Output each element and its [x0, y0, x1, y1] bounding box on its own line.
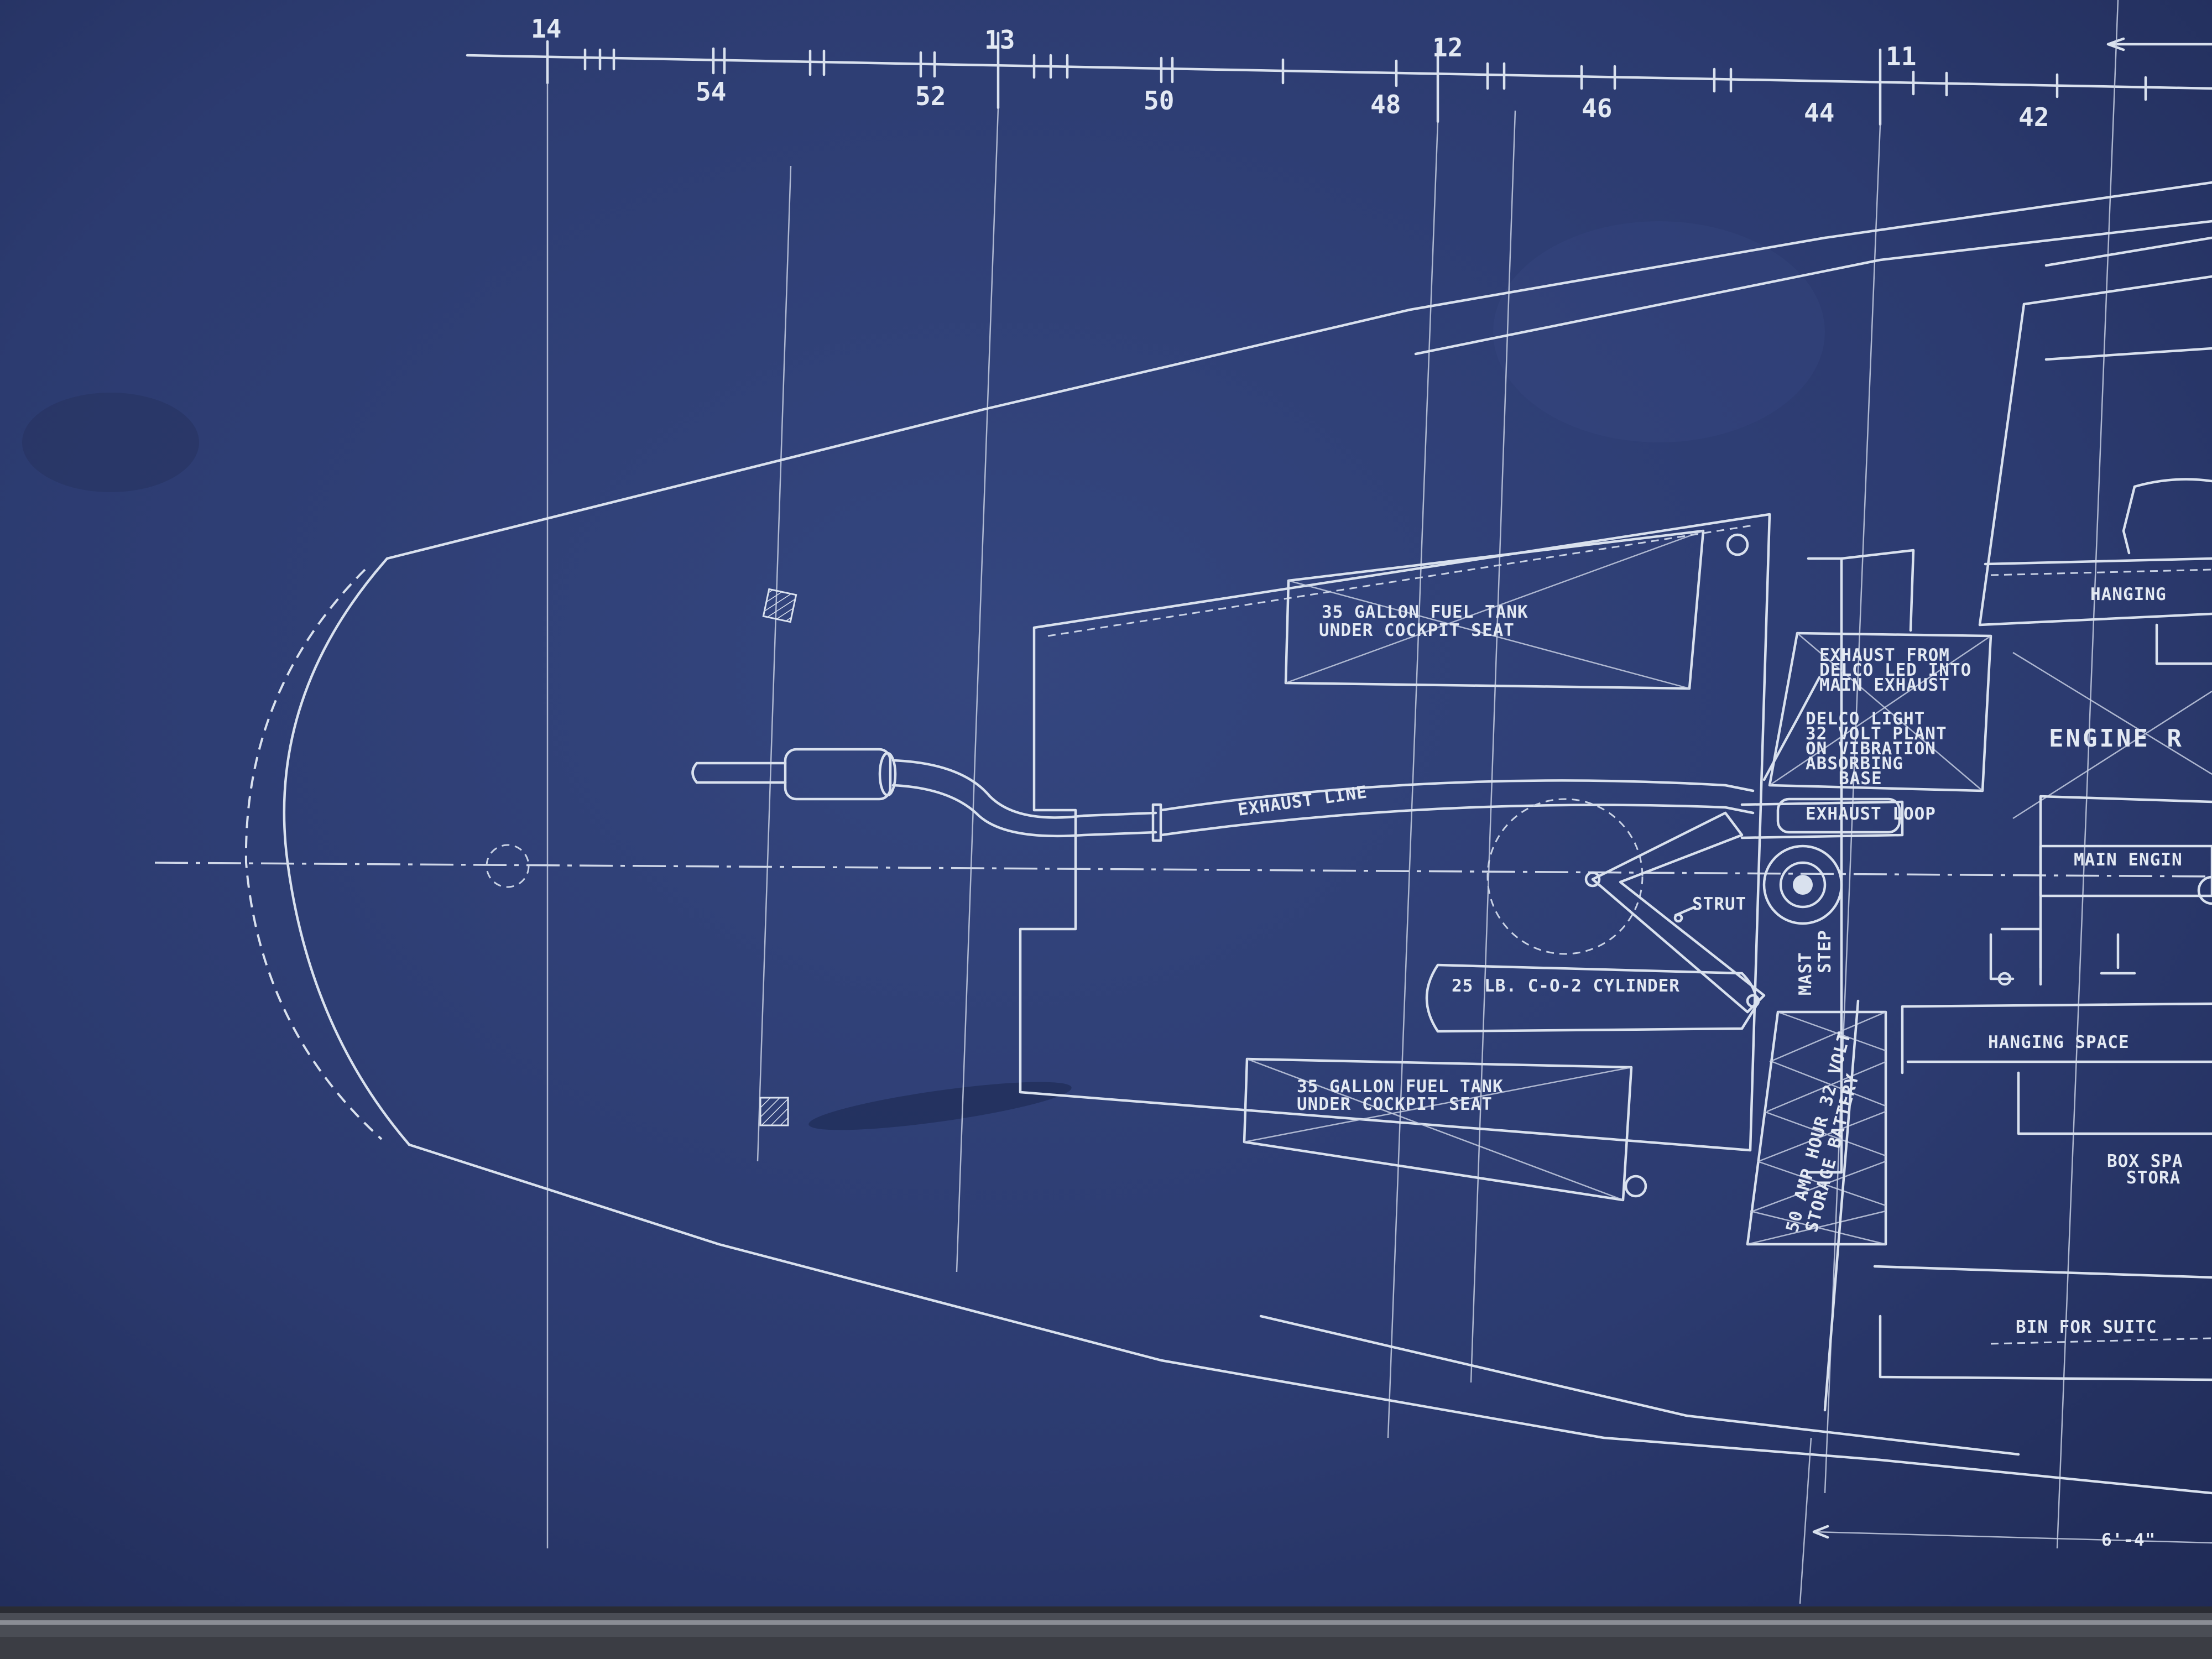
frame-highlight	[0, 1620, 2212, 1625]
delco-label: BASE	[1839, 769, 1882, 789]
deck-fitting	[762, 588, 797, 623]
dimension-line	[1799, 1437, 2212, 1604]
hull-lower-inner	[1259, 1314, 2020, 1456]
sheer-dashed	[409, 1144, 719, 1245]
cockpit-outline	[1019, 513, 1771, 1152]
exhaust-loop	[1776, 797, 1901, 834]
fuel-tank-label: 35 GALLON FUEL TANK	[1322, 602, 1528, 622]
cylinder-valve	[1746, 994, 1760, 1008]
sheer-dashed	[387, 408, 985, 560]
box-space-label: BOX SPA	[2107, 1151, 2183, 1171]
engine-room-label: ENGINE R	[2049, 724, 2184, 753]
transom-outer	[283, 557, 411, 1146]
mast-step-label: STEP	[1815, 930, 1835, 973]
station-label: 11	[1886, 41, 1916, 71]
co2-cylinder-label: 25 LB. C-O-2 CYLINDER	[1452, 976, 1680, 996]
exhaust-note: DELCO LED INTO	[1819, 660, 1971, 680]
delco-label: ABSORBING	[1806, 754, 1903, 774]
delco-label: 32 VOLT PLANT	[1806, 724, 1947, 744]
station-label: 12	[1432, 33, 1463, 62]
hull-lower-sheer	[408, 1143, 2212, 1495]
stain	[1493, 221, 1825, 442]
box-space-label: STORA	[2126, 1168, 2180, 1188]
strut	[1584, 811, 1766, 1014]
engine-room	[1823, 236, 2212, 1412]
delco-label: DELCO LIGHT	[1806, 709, 1925, 729]
feet-label: 50	[1144, 86, 1174, 116]
hanging-space-label: HANGING SPACE	[1988, 1032, 2130, 1052]
fuel-tank-lower	[1243, 1057, 1633, 1202]
rudder-circle	[486, 844, 530, 888]
scale-line	[466, 54, 2212, 90]
scale-ticks	[546, 32, 2147, 126]
arrow-head	[2106, 37, 2125, 51]
fuel-tank-upper	[1284, 529, 1705, 690]
fuel-tank-label: UNDER COCKPIT SEAT	[1319, 620, 1515, 640]
transom-dashed	[244, 568, 383, 1140]
fuel-tank-label: 35 GALLON FUEL TANK	[1297, 1077, 1504, 1097]
feet-label: 46	[1582, 93, 1612, 123]
hanging-label: HANGING	[2090, 585, 2167, 604]
bin-label: BIN FOR SUITC	[2016, 1317, 2157, 1337]
exhaust-loop-label: EXHAUST LOOP	[1806, 804, 1936, 824]
exhaust-note: EXHAUST FROM	[1819, 645, 1950, 665]
mast-step	[1740, 549, 1915, 1174]
deck-fitting	[759, 1097, 789, 1126]
feet-label: 48	[1370, 90, 1401, 119]
storage-battery	[1746, 1010, 1887, 1246]
exhaust-note: MAIN EXHAUST	[1819, 675, 1950, 695]
station-label: 14	[531, 14, 561, 44]
feet-label: 54	[696, 77, 726, 107]
feet-label: 52	[915, 81, 946, 111]
exhaust-pipe	[691, 748, 1755, 842]
delco-label: ON VIBRATION	[1806, 739, 1936, 759]
strut-label: STRUT	[1692, 894, 1746, 914]
station-scale: 14 13 12 11 54 52 50 48 46 44 42	[466, 14, 2212, 132]
hull-upper-sheer	[385, 181, 2212, 560]
dimension-label: 6'-4"	[2101, 1530, 2156, 1550]
ink-smear	[808, 1082, 1072, 1130]
feet-label: 42	[2018, 102, 2049, 132]
fuel-tank-label: UNDER COCKPIT SEAT	[1297, 1094, 1493, 1114]
centerline	[154, 862, 2212, 878]
station-lines	[546, 0, 2119, 1549]
frame-lower	[0, 1637, 2212, 1659]
mast-step-label: MAST	[1796, 952, 1815, 995]
hull-upper-inner	[1414, 220, 2212, 356]
delco-plant-box	[1762, 632, 1992, 792]
stain	[22, 393, 199, 492]
fitting-circle	[1726, 533, 1749, 556]
main-engine-label: MAIN ENGIN	[2074, 850, 2183, 870]
hull-outline	[244, 181, 2212, 1495]
frame-shadow	[0, 1606, 2212, 1613]
co2-cylinder	[1425, 963, 1757, 1033]
propeller-circle	[1486, 798, 1644, 955]
feet-label: 44	[1804, 98, 1834, 128]
fitting-circle	[1624, 1175, 1647, 1198]
station-label: 13	[984, 25, 1015, 55]
